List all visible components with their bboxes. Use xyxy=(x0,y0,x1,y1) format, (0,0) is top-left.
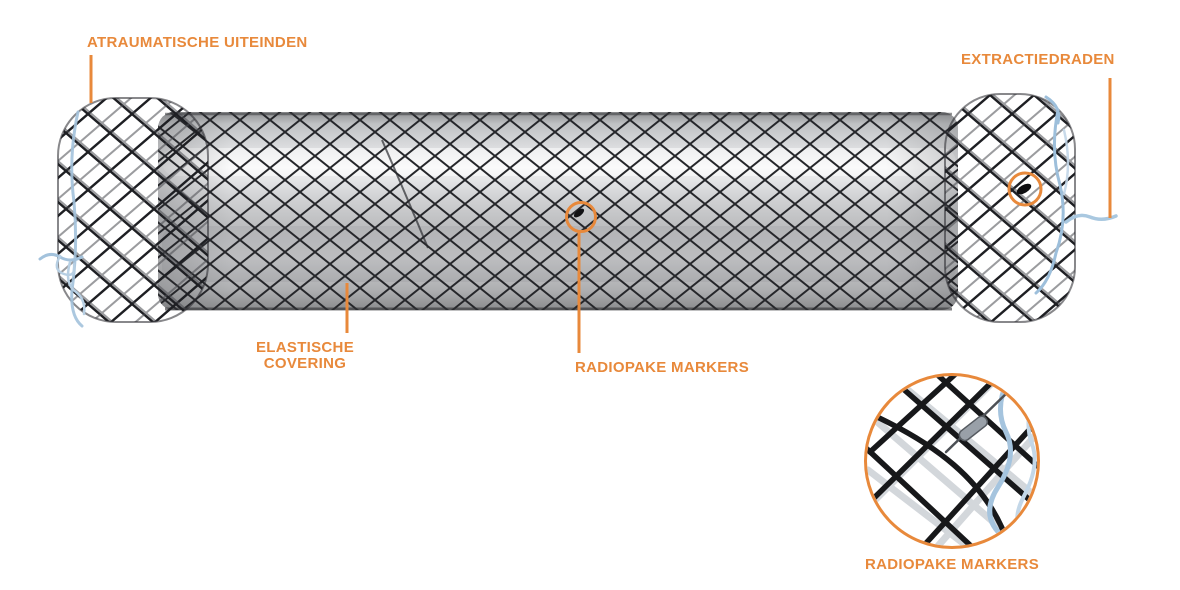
label-extraction-threads: EXTRACTIEDRADEN xyxy=(961,51,1115,68)
body-mesh xyxy=(158,112,958,310)
right-flare-mesh xyxy=(944,93,1076,323)
label-elastic-covering-line1: ELASTISCHE xyxy=(255,339,354,356)
label-radiopaque-markers-zoom: RADIOPAKE MARKERS xyxy=(865,556,1039,573)
left-flare-mesh xyxy=(57,97,209,323)
magnifier-detail xyxy=(864,373,1040,549)
extraction-thread-right xyxy=(1034,95,1118,295)
label-elastic-covering-line2: COVERING xyxy=(263,355,347,372)
marker-circle-mid xyxy=(565,201,597,233)
annotation-lines xyxy=(89,55,1112,353)
label-elastic-covering: ELASTISCHE COVERING xyxy=(245,340,365,372)
label-radiopaque-markers-mid: RADIOPAKE MARKERS xyxy=(575,359,749,376)
marker-circle-right xyxy=(1007,171,1043,207)
radiopaque-marker-right-dot xyxy=(1016,183,1032,195)
radiopaque-marker-mid-dot xyxy=(573,208,585,218)
label-atraumatic-ends: ATRAUMATISCHE UITEINDEN xyxy=(87,34,308,51)
extraction-thread-left xyxy=(38,110,86,328)
stray-wire xyxy=(381,139,429,249)
stent-body xyxy=(158,112,958,311)
magnified-radiopaque-marker xyxy=(958,415,989,442)
